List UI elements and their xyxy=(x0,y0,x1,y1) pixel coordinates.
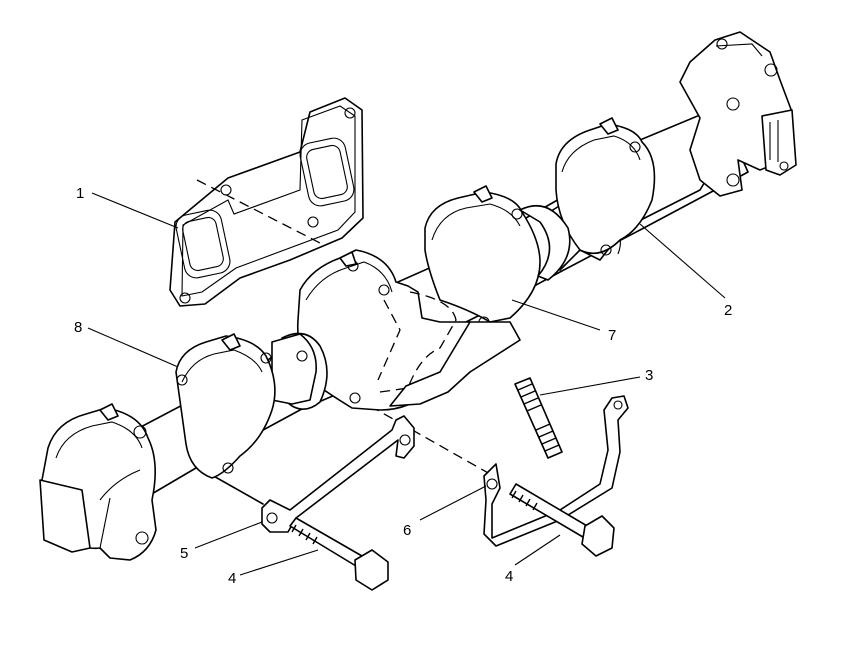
callout-labels: 1 2 3 4 4 5 6 7 8 xyxy=(74,185,732,587)
gasket-part-1 xyxy=(169,97,364,307)
leader-lines xyxy=(87,192,726,576)
callout-6: 6 xyxy=(403,522,411,539)
callout-1: 1 xyxy=(76,185,84,202)
callout-7: 7 xyxy=(608,327,616,344)
stud-part-3 xyxy=(514,377,563,459)
bolt-part-4a xyxy=(289,517,389,591)
callout-4a: 4 xyxy=(228,570,236,587)
callout-2: 2 xyxy=(724,302,732,319)
callout-4b: 4 xyxy=(505,568,513,585)
callout-3: 3 xyxy=(645,367,653,384)
callout-5: 5 xyxy=(180,545,188,562)
bolt-part-4b xyxy=(509,483,615,557)
callout-8: 8 xyxy=(74,319,82,336)
heat-shield-bracket-part-5 xyxy=(261,415,415,533)
exhaust-manifold-body xyxy=(39,31,797,561)
